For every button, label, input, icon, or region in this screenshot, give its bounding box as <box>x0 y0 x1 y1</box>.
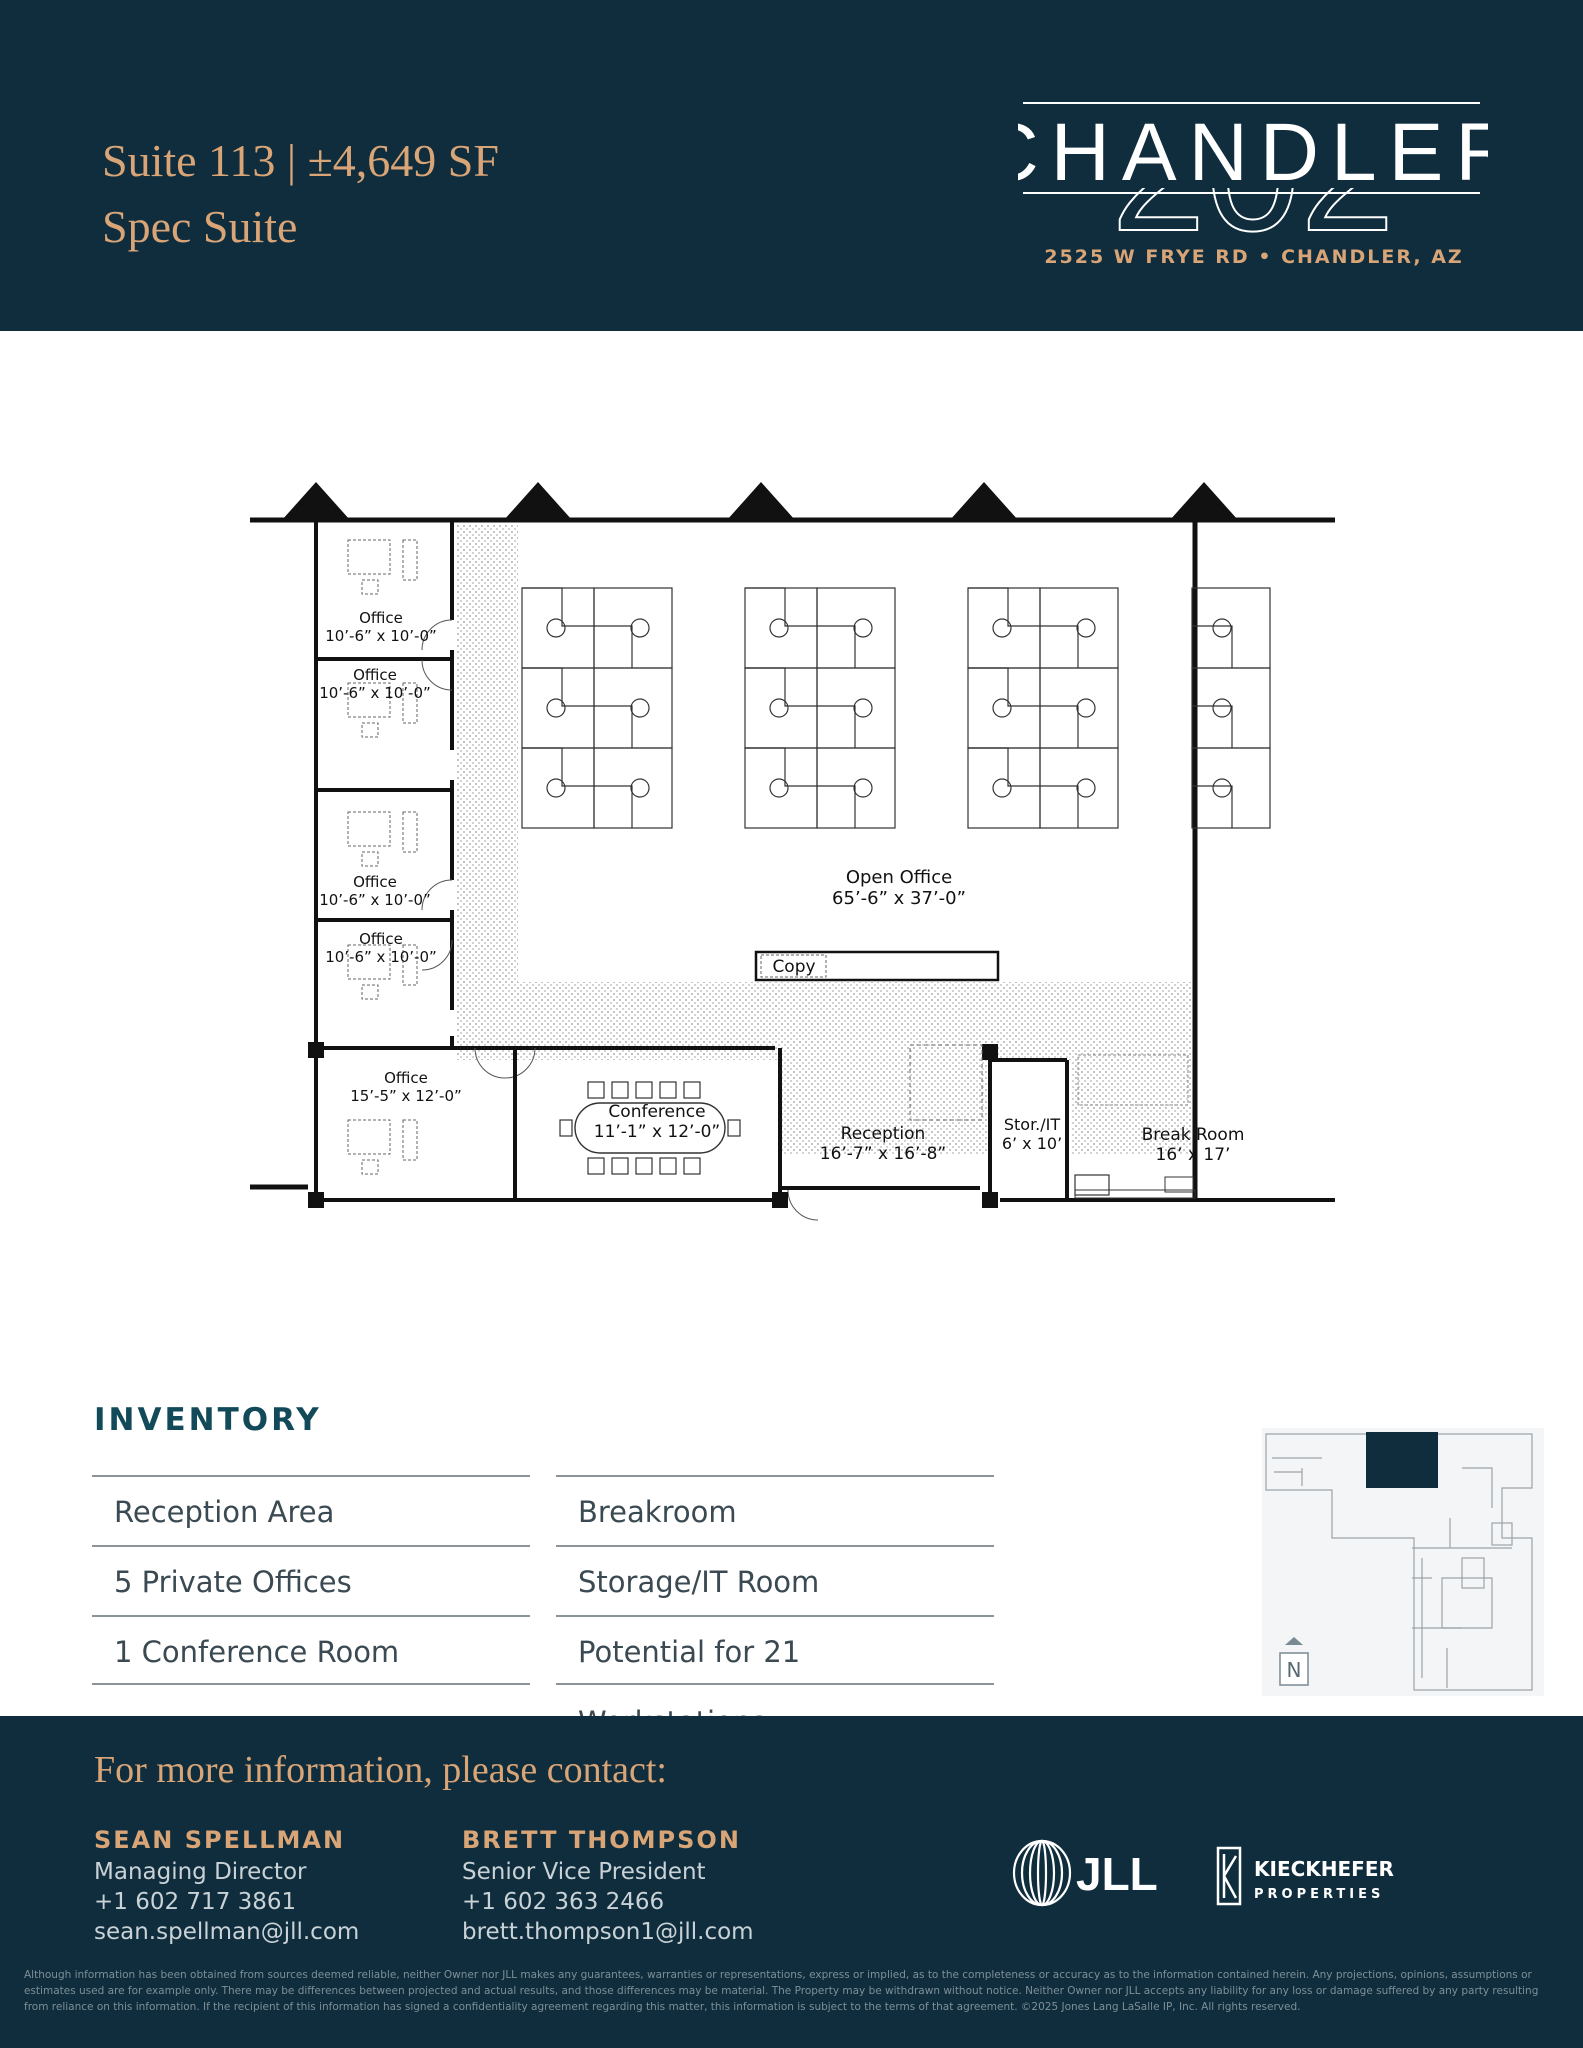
logo-word: CHANDLER <box>1018 107 1488 198</box>
room-dims: 16’-7” x 16’-8” <box>820 1144 946 1164</box>
kp-wordmark-top: KIECKHEFER <box>1254 1857 1394 1881</box>
room-name: Office <box>353 873 397 891</box>
agent-name: BRETT THOMPSON <box>462 1826 741 1854</box>
agent-phone[interactable]: +1 602 717 3861 <box>94 1889 297 1915</box>
chandler-202-logo: 202 CHANDLER <box>1018 76 1488 240</box>
office-doors <box>421 619 819 1221</box>
conference-table <box>574 1102 726 1154</box>
reception-area <box>780 1045 990 1155</box>
contact-title: For more information, please contact: <box>94 1749 667 1791</box>
room-dims: 10’-6” x 10’-0” <box>319 684 431 702</box>
building-key-map: N <box>1262 1428 1544 1696</box>
agent-title: Senior Vice President <box>462 1859 706 1885</box>
room-dims: 15’-5” x 12’-0” <box>350 1087 462 1105</box>
copy-label: Copy <box>772 957 815 977</box>
jll-wordmark: JLL <box>1076 1848 1158 1900</box>
room-dims: 10’-6” x 10’-0” <box>325 627 437 645</box>
room-name: Office <box>359 930 403 948</box>
kieckhefer-properties-logo: KIECKHEFER PROPERTIES <box>1216 1846 1394 1906</box>
inventory-item: Reception Area <box>92 1475 530 1545</box>
break-room-area <box>1072 1045 1192 1155</box>
room-dims: 16’ x 17’ <box>1156 1145 1231 1165</box>
building-columns <box>282 482 1238 520</box>
inventory-item: Storage/IT Room <box>556 1545 994 1615</box>
room-name: Office <box>353 666 397 684</box>
inventory-item: 5 Private Offices <box>92 1545 530 1615</box>
room-dims: 10’-6” x 10’-0” <box>325 948 437 966</box>
room-dims: 6’ x 10’ <box>1002 1134 1062 1153</box>
suite-title: Suite 113 | ±4,649 SF <box>102 135 499 186</box>
room-name: Open Office <box>846 867 952 888</box>
floor-plan: Copy Office 10’-6” x 10’-0” Office 10’-6… <box>250 482 1335 1221</box>
north-label: N <box>1287 1658 1302 1682</box>
inventory-list-right: Breakroom Storage/IT Room Potential for … <box>556 1475 994 1739</box>
agent-email[interactable]: brett.thompson1@jll.com <box>462 1919 754 1945</box>
kp-wordmark-bottom: PROPERTIES <box>1254 1887 1384 1902</box>
copy-counter <box>754 950 1000 982</box>
suite-subtitle: Spec Suite <box>102 201 298 252</box>
property-address: 2525 W FRYE RD • CHANDLER, AZ <box>1044 246 1464 268</box>
agent-name: SEAN SPELLMAN <box>94 1826 346 1854</box>
corridor-area <box>456 525 518 1055</box>
inventory-item: 1 Conference Room <box>92 1615 530 1685</box>
room-name: Office <box>384 1069 428 1087</box>
room-name: Office <box>359 609 403 627</box>
suite-highlight <box>1366 1432 1438 1488</box>
room-name: Stor./IT <box>1004 1115 1061 1134</box>
room-dims: 11’-1” x 12’-0” <box>594 1122 720 1142</box>
room-name: Break Room <box>1142 1125 1245 1145</box>
inventory-item: Potential for 21 Workstations <box>556 1615 994 1739</box>
private-offices <box>314 520 775 1200</box>
inventory-list-left: Reception Area 5 Private Offices 1 Confe… <box>92 1475 530 1685</box>
agent-title: Managing Director <box>94 1859 307 1885</box>
north-arrow-icon: N <box>1279 1637 1309 1686</box>
room-dims: 65’-6” x 37’-0” <box>832 888 966 909</box>
inventory-item: Breakroom <box>556 1475 994 1545</box>
footer-band <box>0 1716 1583 2048</box>
room-dims: 10’-6” x 10’-0” <box>319 891 431 909</box>
jll-logo: JLL <box>1012 1839 1158 1907</box>
room-name: Conference <box>608 1102 705 1122</box>
agent-email[interactable]: sean.spellman@jll.com <box>94 1919 360 1945</box>
legal-disclaimer: Although information has been obtained f… <box>24 1969 1539 2013</box>
workstations <box>521 587 1271 829</box>
agent-phone[interactable]: +1 602 363 2466 <box>462 1889 665 1915</box>
inventory-title: INVENTORY <box>94 1402 322 1438</box>
room-name: Reception <box>841 1124 926 1144</box>
